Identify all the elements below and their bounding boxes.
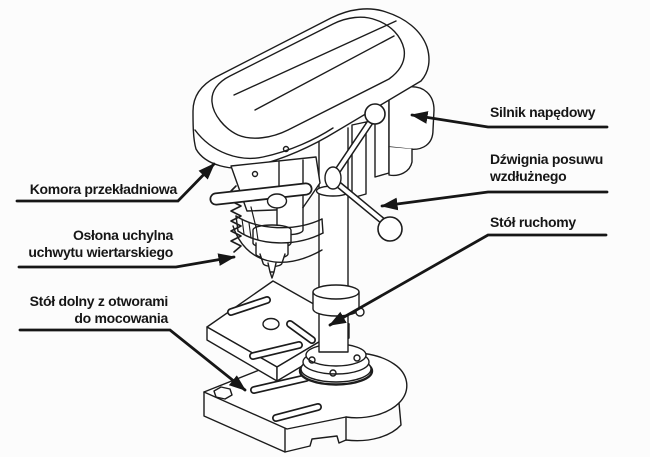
drive-motor (388, 86, 435, 177)
label-line: do mocowania (74, 310, 168, 326)
leader-komora (15, 162, 216, 203)
label-line: wzdłużnego (490, 168, 567, 184)
leader-stol-dolny (18, 328, 247, 392)
label-drive-motor: Silnik napędowy (490, 104, 596, 121)
leader-arrows (15, 111, 609, 392)
label-gearbox-chamber: Komora przekładniowa (29, 181, 178, 198)
label-feed-lever: Dźwignia posuwu wzdłużnego (490, 151, 603, 185)
label-line: Osłona uchylna (72, 227, 173, 243)
label-line: Stół dolny z otworami (29, 293, 169, 309)
chuck-guard-arm (209, 182, 313, 209)
label-line: Komora przekładniowa (29, 181, 178, 197)
leader-stol-ruchomy (328, 233, 608, 327)
gearbox-cover (192, 8, 430, 169)
drill-chuck (252, 224, 292, 279)
feed-lever (324, 103, 403, 242)
label-chuck-guard: Osłona uchylna uchwytu wiertarskiego (28, 227, 173, 261)
label-line: uchwytu wiertarskiego (28, 244, 173, 260)
leader-oslona (17, 253, 236, 269)
label-base-table: Stół dolny z otworami do mocowania (29, 293, 169, 327)
chuck-guard (232, 215, 324, 263)
label-line: Dźwignia posuwu (490, 151, 603, 167)
label-line: Stół ruchomy (490, 214, 576, 230)
leader-dzwignia (380, 190, 609, 211)
leader-silnik (410, 111, 609, 129)
label-movable-table: Stół ruchomy (490, 214, 576, 231)
label-line: Silnik napędowy (490, 104, 596, 120)
